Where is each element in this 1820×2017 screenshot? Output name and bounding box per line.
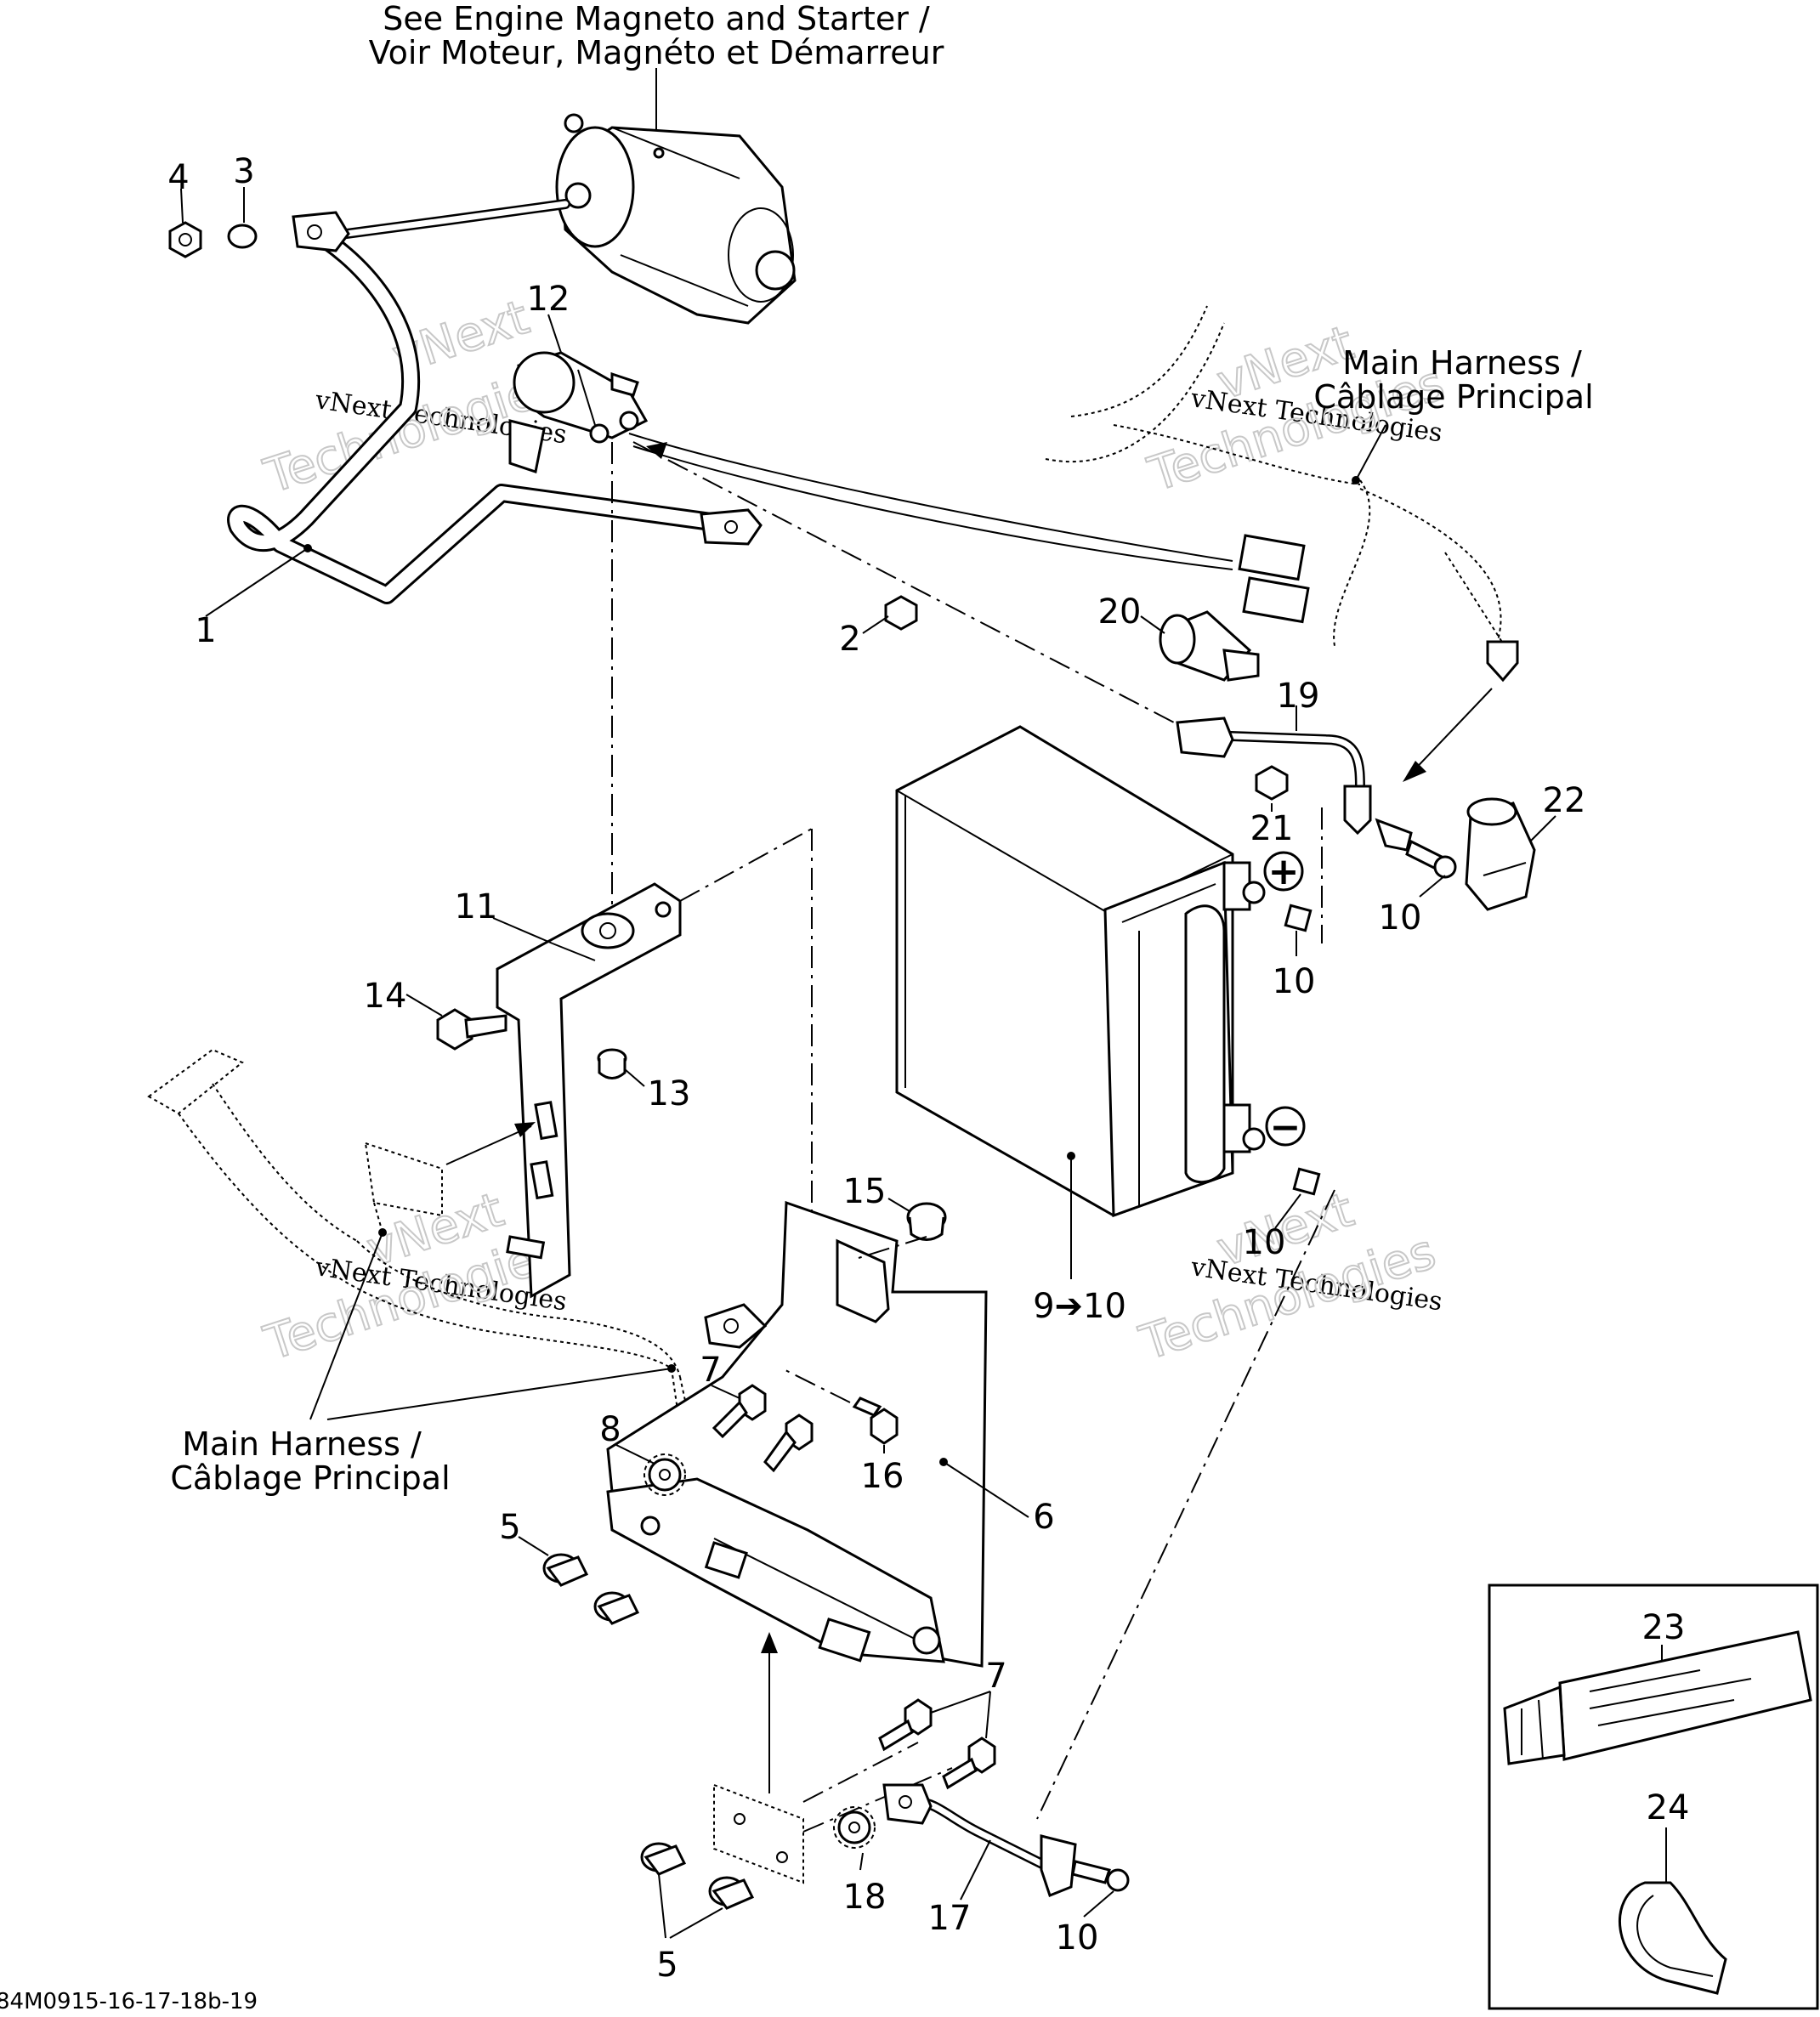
sleeve-part-5-lower bbox=[640, 1842, 755, 1910]
callout-3: 3 bbox=[233, 152, 254, 191]
cable-part-1 bbox=[227, 211, 763, 604]
lower-mount-plate bbox=[713, 1783, 804, 1884]
positive-terminal-icon bbox=[1263, 851, 1304, 892]
callout-2: 2 bbox=[839, 620, 860, 659]
star-washer-part-8 bbox=[644, 1453, 686, 1496]
negative-terminal-icon bbox=[1265, 1106, 1306, 1147]
bolt-part-16 bbox=[852, 1397, 899, 1445]
bracket-part-11 bbox=[496, 882, 682, 1299]
callout-24: 24 bbox=[1647, 1788, 1690, 1827]
callout-1: 1 bbox=[195, 611, 216, 650]
callout-21: 21 bbox=[1250, 809, 1294, 848]
main-harness-top bbox=[1045, 305, 1519, 683]
bolt-part-14 bbox=[436, 1008, 507, 1051]
callout-10-negative: 10 bbox=[1243, 1223, 1286, 1262]
callout-6: 6 bbox=[1033, 1498, 1054, 1537]
cap-part-22 bbox=[1465, 797, 1536, 911]
callout-10-bottom: 10 bbox=[1056, 1918, 1099, 1958]
leader-part-1 bbox=[205, 547, 309, 617]
star-washer-part-18 bbox=[833, 1806, 876, 1849]
main-harness-top-label-line1: Main Harness / bbox=[1342, 344, 1582, 382]
callout-13: 13 bbox=[648, 1074, 691, 1113]
callout-16: 16 bbox=[861, 1457, 904, 1496]
main-harness-top-label-line2: Câblage Principal bbox=[1313, 378, 1593, 416]
cable-part-17 bbox=[882, 1783, 1077, 1897]
main-harness-bottom-label-line1: Main Harness / bbox=[182, 1425, 422, 1463]
nut-part-10-positive bbox=[1284, 904, 1313, 932]
callout-14: 14 bbox=[364, 977, 407, 1016]
nut-part-2 bbox=[884, 595, 918, 631]
callout-5-upper: 5 bbox=[499, 1508, 520, 1547]
cable-part-19 bbox=[1176, 717, 1372, 836]
callout-15: 15 bbox=[843, 1172, 887, 1211]
solenoid-part-12 bbox=[508, 351, 649, 473]
engine-reference-label-line1: See Engine Magneto and Starter / bbox=[383, 0, 930, 37]
callout-9-to-10: 9➔10 bbox=[1033, 1287, 1126, 1326]
callout-8: 8 bbox=[599, 1410, 621, 1449]
callout-17: 17 bbox=[928, 1899, 972, 1938]
callout-19: 19 bbox=[1277, 677, 1320, 716]
engine-reference-label-line2: Voir Moteur, Magnéto et Démarreur bbox=[369, 34, 944, 71]
main-harness-bottom-label-line2: Câblage Principal bbox=[170, 1459, 450, 1497]
callout-23: 23 bbox=[1642, 1608, 1686, 1647]
callout-11: 11 bbox=[455, 887, 498, 926]
bolt-part-7-lower bbox=[878, 1698, 996, 1790]
figure-code: 84M0915-16-17-18b-19 bbox=[0, 1989, 258, 2013]
bolt-part-10-bottom bbox=[1071, 1860, 1130, 1892]
bolt-part-13 bbox=[597, 1048, 627, 1079]
callout-22: 22 bbox=[1543, 781, 1586, 820]
cable-terminal-clip bbox=[1375, 818, 1413, 852]
callout-5-lower: 5 bbox=[656, 1946, 678, 1985]
callout-12: 12 bbox=[527, 280, 570, 319]
positive-symbol: + bbox=[1268, 850, 1300, 893]
nut-part-10-negative bbox=[1292, 1167, 1321, 1196]
nut-part-21 bbox=[1255, 765, 1289, 801]
battery-part-9 bbox=[895, 725, 1266, 1218]
callout-20: 20 bbox=[1098, 592, 1142, 632]
callout-10-right: 10 bbox=[1379, 898, 1422, 938]
boot-part-20 bbox=[1159, 610, 1260, 682]
callout-18: 18 bbox=[843, 1878, 887, 1917]
callout-7-lower: 7 bbox=[985, 1657, 1006, 1696]
bolt-part-15 bbox=[906, 1202, 947, 1241]
callout-7-upper: 7 bbox=[700, 1351, 721, 1390]
grease-tube-part-23 bbox=[1503, 1630, 1812, 1765]
bolt-part-7-upper bbox=[712, 1384, 814, 1473]
nut-part-4 bbox=[168, 221, 202, 258]
harness-wire-solenoid bbox=[628, 433, 1233, 562]
washer-part-3 bbox=[227, 224, 258, 249]
guide-solenoid-to-cable19 bbox=[632, 441, 1199, 736]
callout-10-positive: 10 bbox=[1273, 962, 1316, 1001]
callout-4: 4 bbox=[167, 158, 189, 197]
starter-motor bbox=[555, 113, 797, 325]
strap-part-24 bbox=[1618, 1881, 1727, 1995]
negative-symbol: − bbox=[1270, 1106, 1301, 1149]
sleeve-part-5-upper bbox=[542, 1553, 640, 1625]
